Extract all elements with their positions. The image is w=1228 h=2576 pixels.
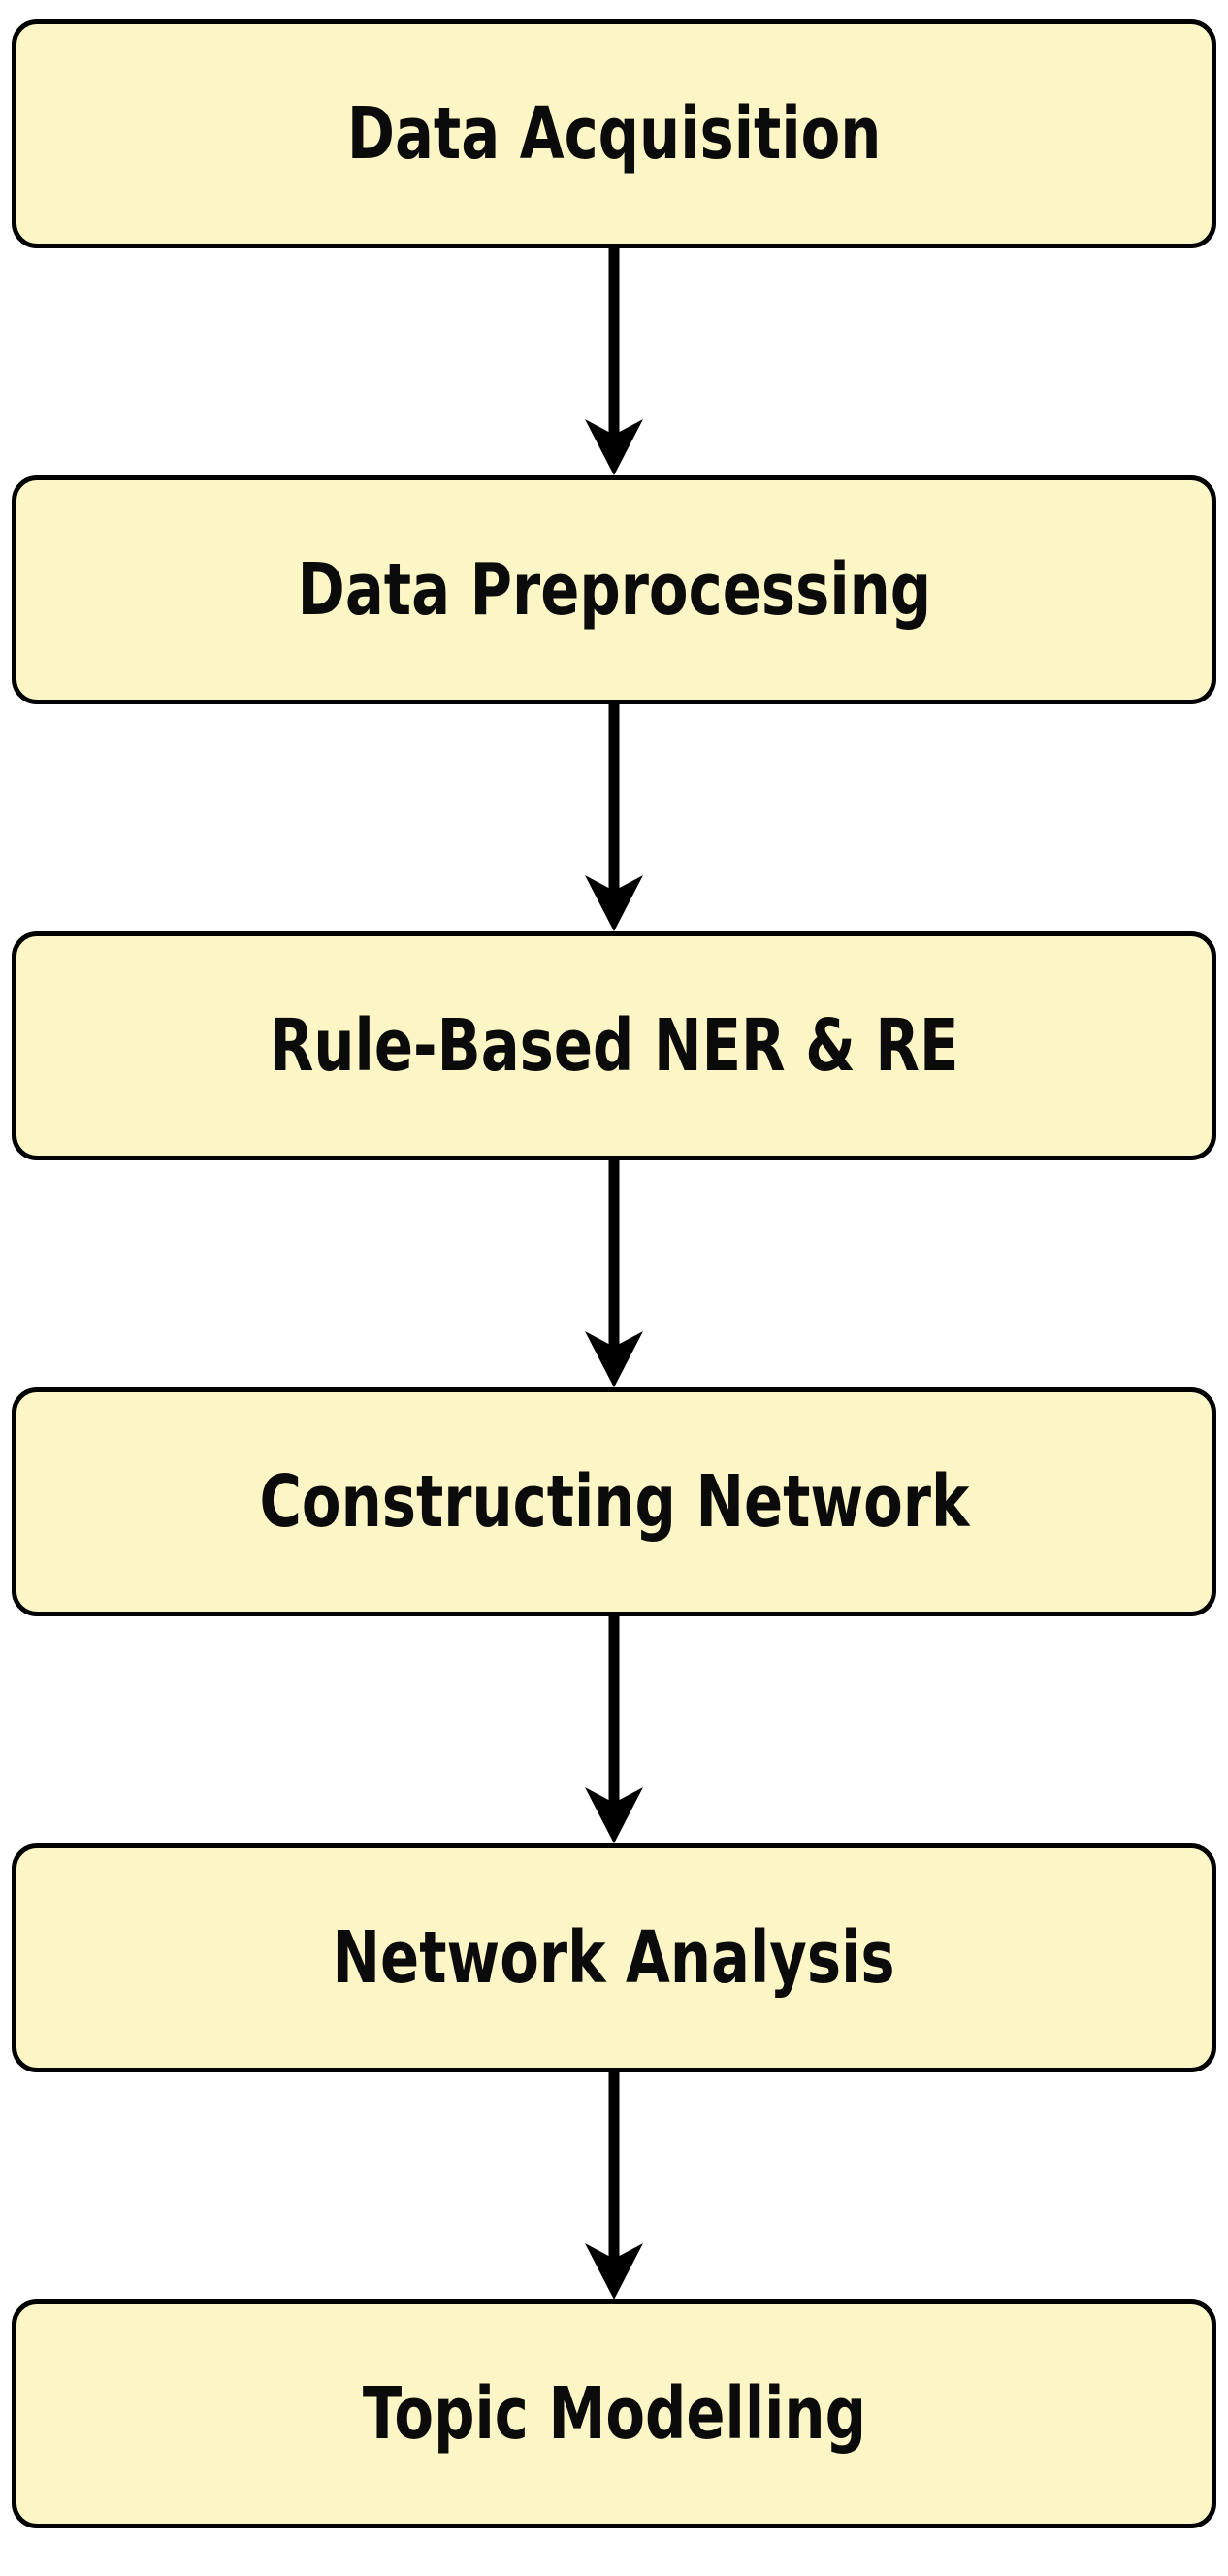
flow-node-label: Data Preprocessing [297, 548, 931, 632]
flow-node-label: Rule-Based NER & RE [269, 1004, 959, 1088]
flow-node-data-preprocessing[interactable]: Data Preprocessing [12, 475, 1216, 704]
flow-edge-data-acquisition-to-data-preprocessing [0, 248, 1228, 475]
flow-node-label: Network Analysis [332, 1916, 896, 2000]
flow-node-label: Constructing Network [259, 1460, 969, 1544]
flow-node-topic-modelling[interactable]: Topic Modelling [12, 2299, 1216, 2528]
flow-node-constructing-network[interactable]: Constructing Network [12, 1387, 1216, 1616]
flow-edge-constructing-network-to-network-analysis [0, 1616, 1228, 1843]
flow-edge-network-analysis-to-topic-modelling [0, 2072, 1228, 2299]
flow-node-network-analysis[interactable]: Network Analysis [12, 1843, 1216, 2072]
flow-node-label: Topic Modelling [362, 2372, 866, 2456]
flow-node-rule-based-ner-re[interactable]: Rule-Based NER & RE [12, 931, 1216, 1160]
flow-edge-rule-based-ner-re-to-constructing-network [0, 1160, 1228, 1387]
flow-edge-data-preprocessing-to-rule-based-ner-re [0, 704, 1228, 931]
flow-node-data-acquisition[interactable]: Data Acquisition [12, 19, 1216, 248]
flow-node-label: Data Acquisition [346, 92, 882, 176]
